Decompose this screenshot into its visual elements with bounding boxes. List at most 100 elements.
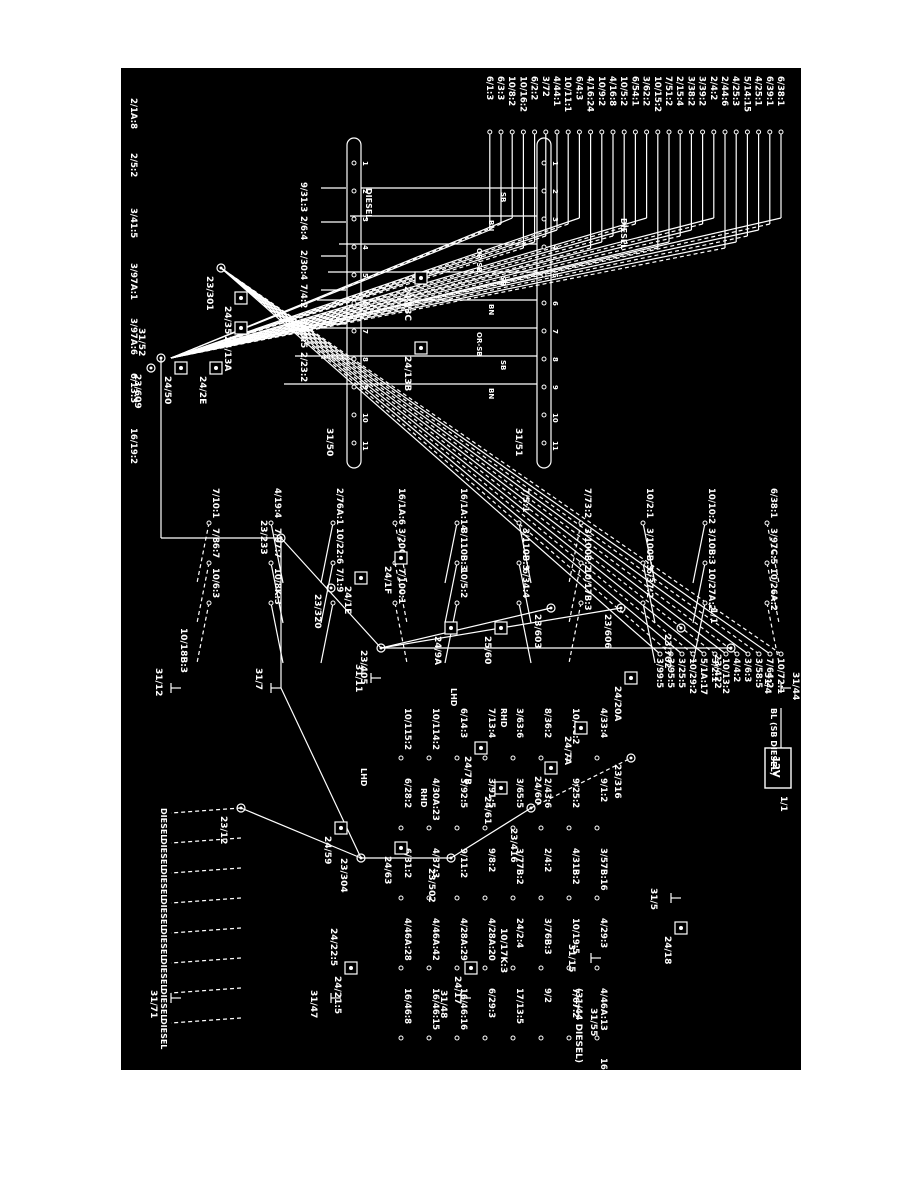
terminal [594,965,600,971]
terminal [702,520,708,526]
wire-label: OR-SB [475,332,483,357]
terminal [541,272,547,278]
splice-node [616,603,626,613]
splice-node [726,643,736,653]
splice-label: 23/316 [612,764,622,799]
terminal [756,651,762,657]
terminal [398,965,404,971]
connector-label: 4/28A:29 [458,918,468,961]
wire [692,562,706,624]
wire [196,562,210,624]
terminal [541,160,547,166]
component-dot [179,366,183,370]
terminal [520,129,526,135]
connector-label: 10/2:1 [644,488,654,518]
splice-dot [279,536,283,540]
connector-label: 3/76B:3 [542,918,552,955]
wire [444,562,458,624]
terminal [510,755,516,761]
connector-label: 6/14:3 [458,708,468,738]
connector-label: 7/97:7 [272,528,282,558]
terminal [330,520,336,526]
wire [568,602,582,664]
splice-node [626,753,636,763]
terminal [206,600,212,606]
wire [518,602,532,664]
terminal [268,560,274,566]
connector-label: 5/1A:17 [698,658,708,695]
pin-number: 1 [361,161,369,166]
connector-label: 3/91:5 [486,778,496,808]
wire [220,267,694,655]
splice-node [446,853,456,863]
connector-label: 4/25:3 [730,76,740,106]
splice-label: 23/304 [338,858,348,893]
splice-dot [329,586,333,590]
terminal [778,651,784,657]
connector-label: 3/77B:2 [514,848,524,885]
terminal [482,895,488,901]
terminal [722,129,728,135]
connector-label: 7/10:1 [210,488,220,518]
connector-label: 2/1A:8 [128,98,138,129]
connector-label: 3/59:5 [298,318,308,348]
connector-label: 3/65:5 [514,778,524,808]
splice-dot [219,266,223,270]
wire [220,267,683,655]
connector-label: 4/37:3 [430,848,440,878]
wire-label: DIESEL [619,218,628,249]
wire [170,229,491,359]
terminal [454,560,460,566]
terminal [723,651,729,657]
terminal [655,129,661,135]
connector-label: 3/110B:3 [520,528,530,571]
terminal [767,651,773,657]
terminal [565,129,571,135]
wire [170,217,714,359]
terminal [541,412,547,418]
splice-dot [149,366,153,370]
connector-label: 10/5:2 [618,76,628,106]
connector-label: 2/43:6 [542,778,552,808]
component-dot [349,966,353,970]
wire [170,897,242,904]
terminal [767,129,773,135]
terminal [594,895,600,901]
connector-label: 2/4:2 [542,848,552,872]
terminal [351,328,357,334]
connector-label: 10/26A:2 [768,568,778,611]
terminal [454,895,460,901]
component-label: 24/50 [162,376,172,404]
pin-number: 5 [361,273,369,278]
wire [170,247,726,359]
pin-number: 10 [551,413,559,423]
pin-number: 4 [551,245,559,250]
component-dot [239,326,243,330]
connector-strip [536,137,552,469]
component-label: 1/1 [708,608,718,624]
connector-label: 6/29:3 [486,988,496,1018]
connector-label: 7/13:4 [486,708,496,738]
wire [394,562,408,624]
wire [766,522,780,584]
ground-label: 31/50 [324,428,334,456]
connector-label: 10/22:6 [334,528,344,564]
wire [220,267,782,655]
connector-label: 10/19:5 [570,918,580,954]
connector-label: 16/46:8 [402,988,412,1024]
terminal [701,651,707,657]
connector-label: 4/46A:13 [598,988,608,1031]
connector-label: 3/58:5 [753,658,763,688]
terminal [330,560,336,566]
terminal [640,560,646,566]
component-dot [399,846,403,850]
connector-label: 10/115:2 [402,708,412,750]
wire [170,1017,242,1024]
battery [764,747,792,789]
component-dot [629,676,633,680]
terminal [566,965,572,971]
terminal [454,965,460,971]
wire [530,757,632,809]
pin-number: 7 [551,329,559,334]
